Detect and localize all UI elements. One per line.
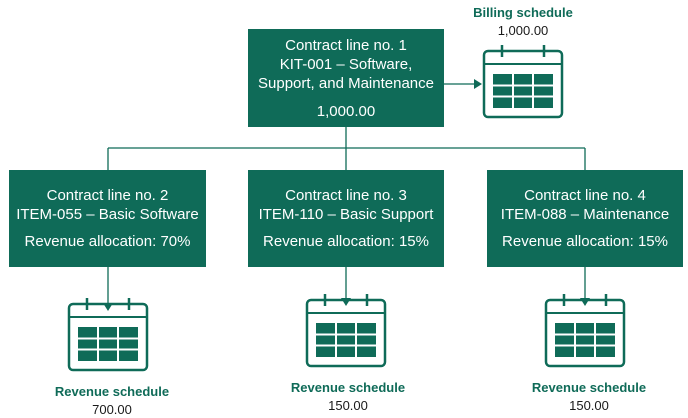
contract-amount: 1,000.00 bbox=[316, 102, 376, 120]
child-allocation: Revenue allocation: 15% bbox=[263, 233, 429, 250]
billing-schedule-caption: Billing schedule 1,000.00 bbox=[468, 5, 578, 39]
revenue-calendar-icon bbox=[544, 294, 626, 368]
revenue-schedule-amount: 150.00 bbox=[328, 398, 368, 413]
revenue-calendar-icon bbox=[305, 294, 387, 368]
child-allocation: Revenue allocation: 70% bbox=[24, 233, 191, 250]
contract-line-4-box: Contract line no. 4 ITEM-088 – Maintenan… bbox=[487, 170, 683, 267]
child-line-title: Contract line no. 4 bbox=[524, 187, 646, 204]
billing-schedule-label: Billing schedule bbox=[473, 5, 573, 20]
billing-schedule-amount: 1,000.00 bbox=[497, 23, 549, 38]
revenue-schedule-caption-4: Revenue schedule 150.00 bbox=[530, 380, 648, 414]
revenue-schedule-label: Revenue schedule bbox=[290, 380, 406, 395]
contract-item-line2: Support, and Maintenance bbox=[258, 74, 434, 92]
revenue-schedule-amount: 700.00 bbox=[92, 402, 132, 417]
child-item: ITEM-088 – Maintenance bbox=[500, 206, 670, 223]
child-line-title: Contract line no. 3 bbox=[285, 187, 407, 204]
revenue-schedule-label: Revenue schedule bbox=[531, 380, 647, 395]
contract-line-title: Contract line no. 1 bbox=[285, 36, 407, 54]
revenue-schedule-amount: 150.00 bbox=[569, 398, 609, 413]
billing-calendar-icon bbox=[482, 45, 564, 119]
revenue-calendar-icon bbox=[67, 298, 149, 372]
contract-line-3-box: Contract line no. 3 ITEM-110 – Basic Sup… bbox=[248, 170, 444, 267]
contract-line-1-box: Contract line no. 1 KIT-001 – Software, … bbox=[248, 29, 444, 127]
child-item: ITEM-110 – Basic Support bbox=[258, 206, 434, 223]
contract-line-2-box: Contract line no. 2 ITEM-055 – Basic Sof… bbox=[9, 170, 206, 267]
revenue-schedule-caption-2: Revenue schedule 700.00 bbox=[53, 384, 171, 418]
child-line-title: Contract line no. 2 bbox=[46, 187, 169, 204]
child-allocation: Revenue allocation: 15% bbox=[502, 233, 668, 250]
revenue-schedule-label: Revenue schedule bbox=[54, 384, 170, 399]
child-item: ITEM-055 – Basic Software bbox=[16, 206, 199, 223]
contract-item-line1: KIT-001 – Software, bbox=[279, 55, 413, 73]
revenue-schedule-caption-3: Revenue schedule 150.00 bbox=[289, 380, 407, 414]
